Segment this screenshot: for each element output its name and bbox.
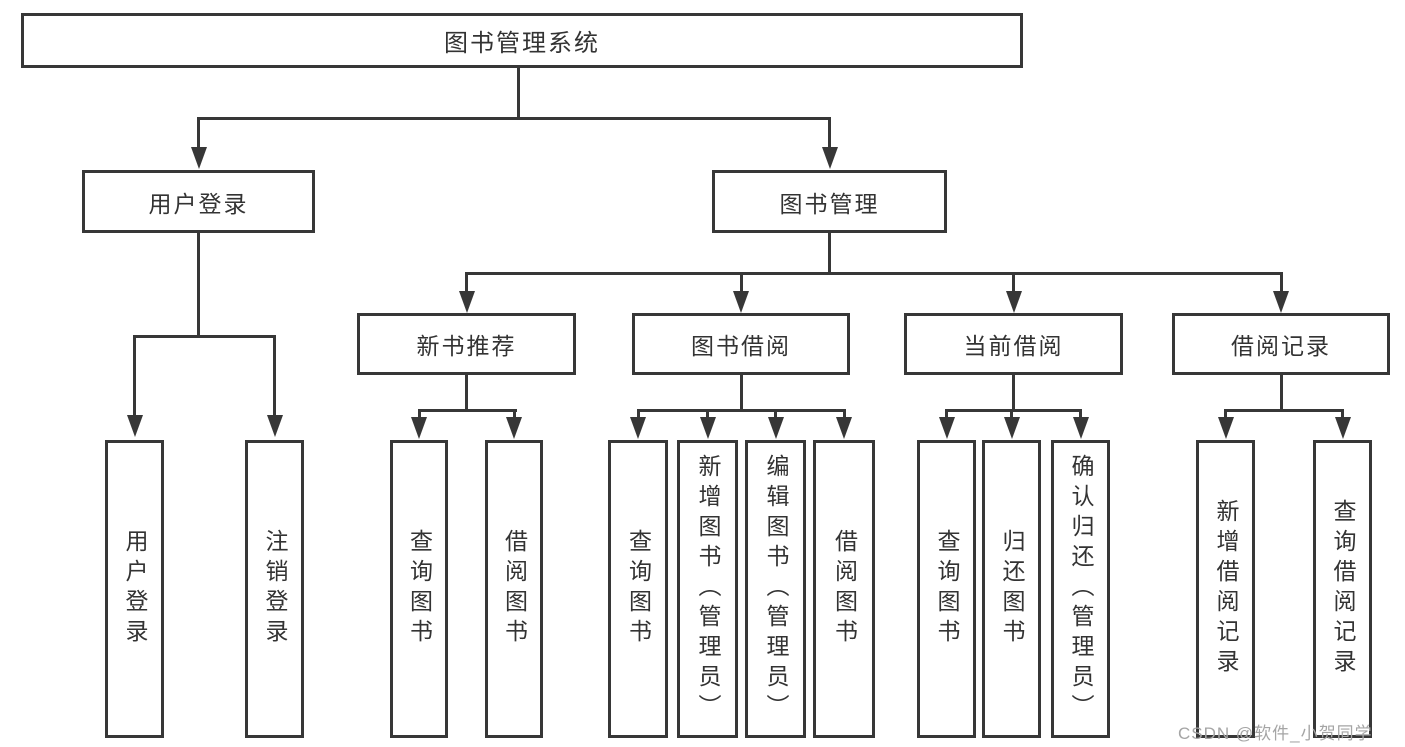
node-user-login-label: 用户登录 [148, 190, 249, 217]
connector-line [842, 409, 846, 419]
leaf-label: 新增图书（管理员） [695, 454, 721, 724]
arrow-down-icon [1072, 417, 1089, 439]
connector-line [945, 409, 1082, 412]
connector-line [465, 375, 468, 411]
connector-line [1279, 375, 1283, 411]
leaf-label: 归还图书 [999, 529, 1025, 649]
node-current-borrow-label: 当前借阅 [963, 333, 1064, 359]
node-new-book-recommend: 新书推荐 [357, 313, 576, 375]
arrow-down-icon [821, 147, 838, 169]
leaf-query-books-borrow: 查询图书 [608, 440, 668, 738]
connector-line [197, 117, 200, 149]
arrow-down-icon [836, 417, 852, 439]
arrow-down-icon [126, 415, 143, 437]
watermark: CSDN @软件_小贺同学 [1178, 724, 1373, 743]
arrow-down-icon [699, 417, 716, 439]
leaf-label: 确认归还（管理员） [1068, 454, 1094, 724]
arrow-down-icon [1334, 417, 1351, 439]
leaf-label: 用户登录 [122, 529, 148, 649]
node-book-management: 图书管理 [712, 170, 947, 233]
leaf-label: 注销登录 [262, 529, 288, 649]
connector-line [133, 335, 276, 338]
node-borrow-records: 借阅记录 [1172, 313, 1390, 375]
connector-line [739, 375, 743, 411]
connector-line [1224, 409, 1344, 412]
node-root: 图书管理系统 [21, 13, 1023, 68]
arrow-down-icon [506, 417, 522, 439]
connector-line [706, 409, 709, 419]
leaf-label: 借阅图书 [831, 529, 858, 649]
arrow-down-icon [190, 147, 207, 169]
leaf-label: 编辑图书（管理员） [763, 454, 789, 724]
leaf-label: 查询图书 [406, 529, 433, 649]
leaf-add-book-admin: 新增图书（管理员） [677, 440, 738, 738]
node-current-borrow: 当前借阅 [904, 313, 1123, 375]
connector-line [1279, 272, 1283, 293]
node-new-book-recommend-label: 新书推荐 [416, 333, 517, 359]
leaf-query-books-current: 查询图书 [917, 440, 976, 738]
node-book-borrow: 图书借阅 [632, 313, 850, 375]
leaf-label: 查询借阅记录 [1330, 499, 1356, 679]
connector-line [133, 335, 136, 417]
arrow-down-icon [630, 417, 646, 439]
connector-line [417, 409, 421, 419]
connector-line [512, 409, 516, 419]
connector-line [828, 233, 831, 274]
connector-line [1012, 375, 1015, 411]
leaf-edit-book-admin: 编辑图书（管理员） [745, 440, 806, 738]
connector-line [945, 409, 948, 419]
arrow-down-icon [767, 417, 784, 439]
leaf-user-login: 用户登录 [105, 440, 164, 738]
leaf-return-book: 归还图书 [982, 440, 1041, 738]
node-borrow-records-label: 借阅记录 [1231, 333, 1331, 359]
connector-line [1341, 409, 1344, 419]
arrow-down-icon [1005, 291, 1022, 313]
node-book-management-label: 图书管理 [779, 190, 880, 217]
connector-line [417, 409, 517, 412]
leaf-label: 新增借阅记录 [1213, 499, 1239, 679]
leaf-borrow-books-borrow: 借阅图书 [813, 440, 875, 738]
connector-line [1010, 409, 1013, 419]
connector-line [1012, 272, 1015, 293]
connector-line [1079, 409, 1082, 419]
leaf-query-borrow-record: 查询借阅记录 [1313, 440, 1372, 738]
connector-line [273, 335, 276, 417]
connector-line [465, 272, 468, 293]
connector-line [636, 409, 846, 412]
connector-line [1224, 409, 1227, 419]
connector-line [636, 409, 640, 419]
connector-line [774, 409, 777, 419]
arrow-down-icon [266, 415, 283, 437]
connector-line [465, 272, 1282, 275]
leaf-label: 借阅图书 [501, 529, 528, 649]
arrow-down-icon [733, 291, 749, 313]
connector-line [739, 272, 743, 293]
arrow-down-icon [1273, 291, 1289, 313]
node-user-login: 用户登录 [82, 170, 315, 233]
connector-line [828, 117, 831, 149]
leaf-borrow-books-recommend: 借阅图书 [485, 440, 543, 738]
leaf-label: 查询图书 [934, 529, 960, 649]
leaf-query-books-recommend: 查询图书 [390, 440, 448, 738]
arrow-down-icon [1003, 417, 1020, 439]
arrow-down-icon [1217, 417, 1234, 439]
connector-line [517, 68, 520, 120]
node-book-borrow-label: 图书借阅 [691, 333, 791, 359]
leaf-confirm-return-admin: 确认归还（管理员） [1051, 440, 1110, 738]
node-root-label: 图书管理系统 [444, 30, 600, 57]
leaf-logout-login: 注销登录 [245, 440, 304, 738]
connector-line [197, 233, 200, 337]
arrow-down-icon [411, 417, 427, 439]
leaf-label: 查询图书 [625, 529, 652, 649]
connector-line [197, 117, 831, 120]
arrow-down-icon [458, 291, 475, 313]
arrow-down-icon [938, 417, 955, 439]
leaf-add-borrow-record: 新增借阅记录 [1196, 440, 1255, 738]
